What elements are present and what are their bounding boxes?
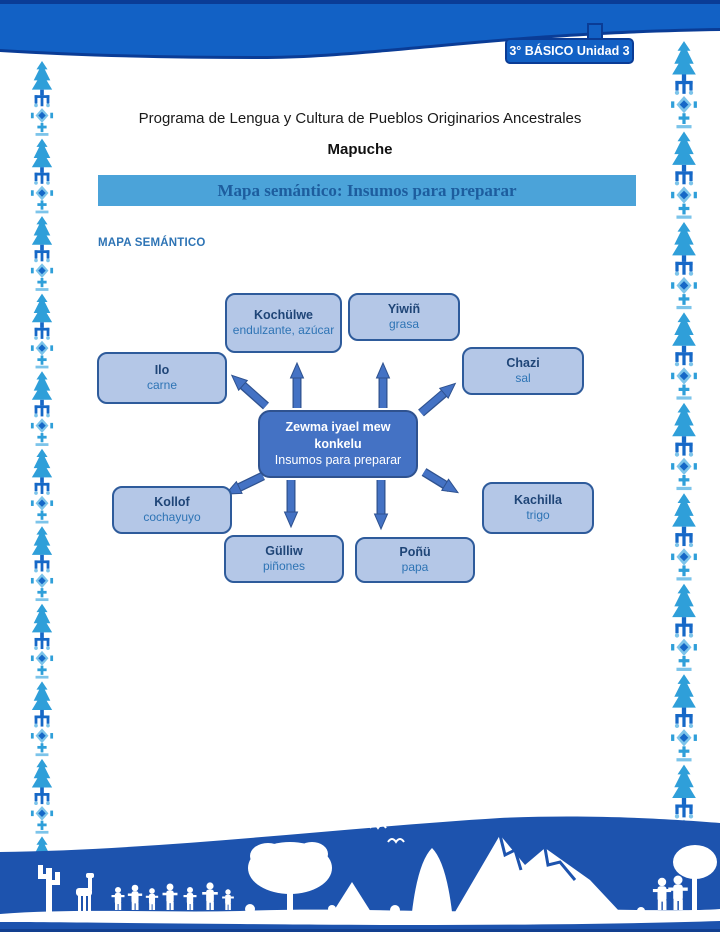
node-kachilla: Kachilla trigo [482, 482, 594, 534]
node-meaning: cochayuyo [143, 510, 201, 525]
culture-subtitle: Mapuche [327, 141, 393, 158]
ground-strip [0, 909, 720, 925]
node-term: Gülliw [265, 544, 303, 559]
node-term: Kollof [154, 495, 190, 510]
mountains-icon [455, 834, 620, 912]
tree-icon [248, 842, 332, 914]
unit-badge: 3° BÁSICO Unidad 3 [505, 38, 634, 64]
node-meaning: piñones [262, 559, 306, 574]
node-kollof: Kollof cochayuyo [112, 486, 232, 534]
hill-icon [333, 882, 371, 912]
node-term: Kochülwe [253, 308, 314, 323]
node-term: Chazi [506, 356, 540, 371]
header-wave [0, 0, 720, 59]
node-ponu: Poñü papa [355, 537, 475, 583]
node-term: Kachilla [514, 493, 562, 508]
llama-icon [76, 873, 94, 911]
birds-icon [167, 824, 405, 844]
cactus-icon [38, 865, 60, 912]
center-meaning: Insumos para preparar [274, 453, 402, 468]
node-kochulwe: Kochülwe endulzante, azúcar [225, 293, 342, 353]
node-term: Yiwiñ [387, 302, 421, 317]
tree-icon [673, 845, 717, 914]
left-border-pattern [30, 61, 54, 855]
right-border-pattern [671, 41, 697, 852]
node-ilo: Ilo carne [97, 352, 227, 404]
node-gulliw: Gülliw piñones [224, 535, 344, 583]
center-term-line1: Zewma iyael mew [285, 419, 391, 434]
node-center: Zewma iyael mew konkelu Insumos para pre… [258, 410, 418, 478]
activity-banner: Mapa semántico: Insumos para preparar [98, 175, 636, 206]
node-yiwin: Yiwiñ grasa [348, 293, 460, 341]
footer-landscape-silhouette [0, 816, 720, 932]
node-term: Poñü [399, 545, 431, 560]
node-meaning: endulzante, azúcar [232, 323, 335, 338]
node-term: Ilo [154, 363, 170, 378]
page-title: Programa de Lengua y Cultura de Pueblos … [138, 110, 582, 127]
node-meaning: papa [401, 560, 429, 575]
section-label: MAPA SEMÁNTICO [98, 237, 206, 249]
node-meaning: grasa [388, 317, 420, 332]
node-meaning: carne [146, 378, 178, 393]
ruka-icon [412, 848, 452, 912]
node-meaning: trigo [526, 508, 550, 523]
node-meaning: sal [515, 371, 531, 386]
center-term-line2: konkelu [314, 436, 362, 451]
node-chazi: Chazi sal [462, 347, 584, 395]
